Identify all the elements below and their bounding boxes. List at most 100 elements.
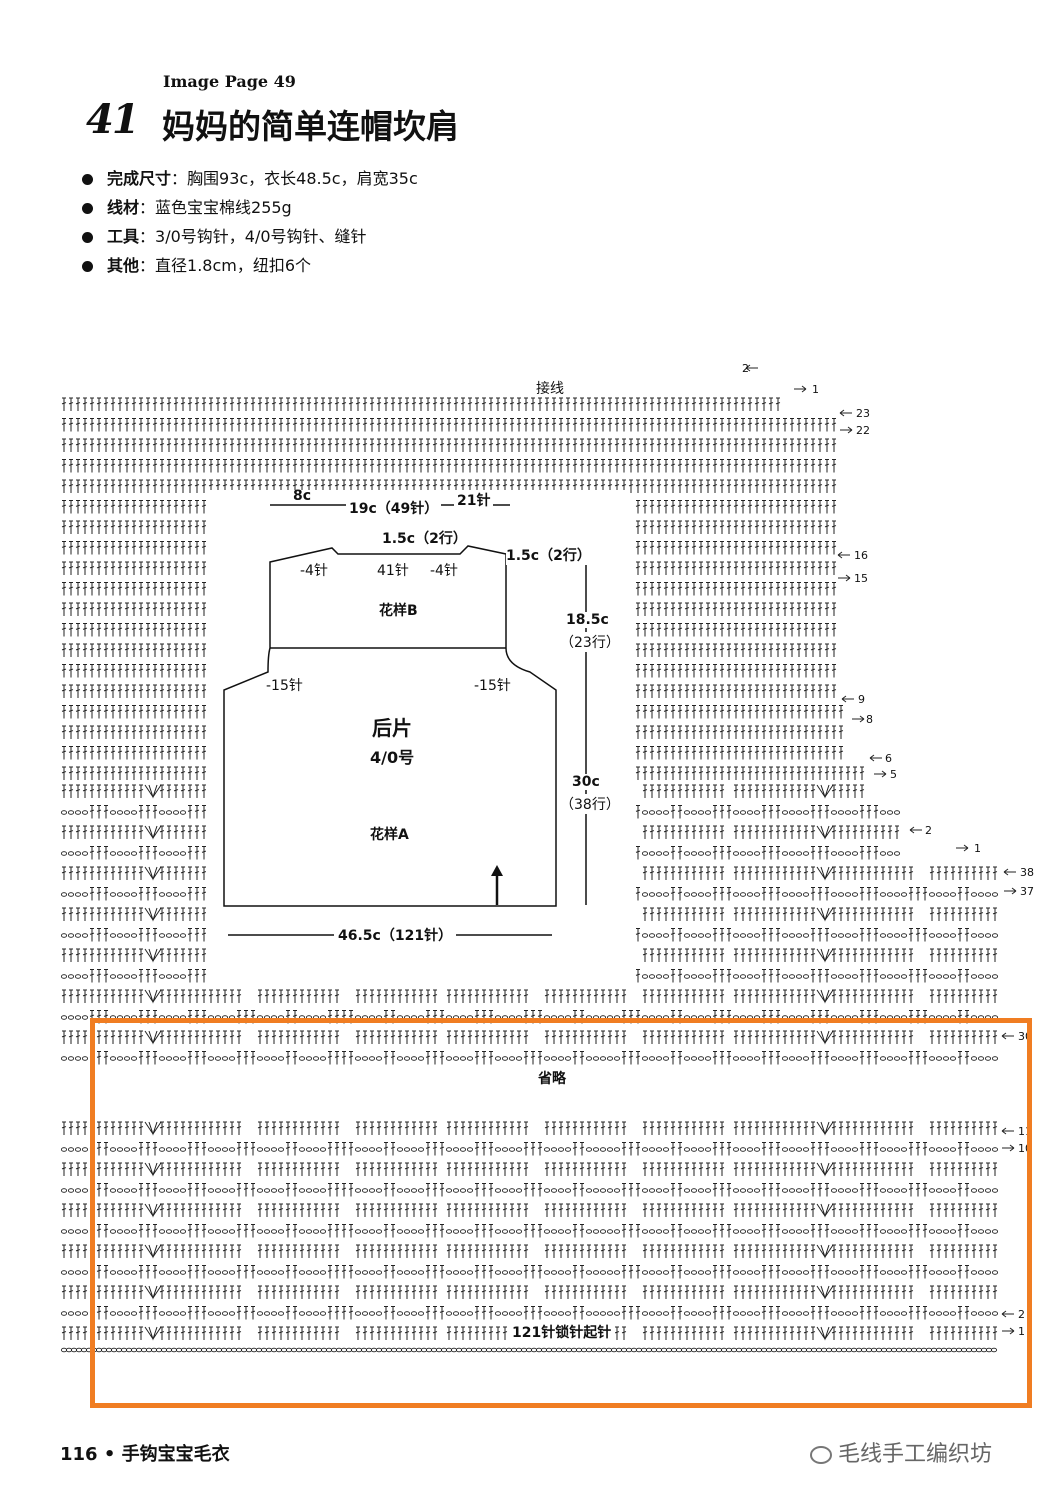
treble-stitch-symbol: [481, 418, 487, 432]
treble-stitch-symbol: [152, 438, 158, 452]
chain-stitch-symbol: [599, 1147, 607, 1152]
treble-stitch-symbol: [719, 1121, 725, 1135]
treble-stitch-symbol: [733, 602, 739, 616]
treble-stitch-symbol: [131, 418, 137, 432]
treble-stitch-symbol: [299, 989, 305, 1003]
treble-stitch-symbol: [789, 948, 795, 962]
treble-stitch-symbol: [481, 989, 487, 1003]
treble-stitch-symbol: [82, 989, 88, 1003]
chain-stitch-symbol: [305, 1147, 313, 1152]
treble-stitch-symbol: [201, 438, 207, 452]
chain-stitch-symbol: [837, 892, 845, 897]
chain-stitch-symbol: [753, 933, 761, 938]
treble-stitch-symbol: [726, 459, 732, 473]
treble-stitch-symbol: [453, 1162, 459, 1176]
treble-stitch-symbol: [194, 500, 200, 514]
treble-stitch-symbol: [635, 541, 641, 555]
treble-stitch-symbol: [61, 602, 67, 616]
treble-stitch-symbol: [222, 438, 228, 452]
treble-stitch-symbol: [845, 948, 851, 962]
treble-stitch-symbol: [656, 623, 662, 637]
treble-stitch-symbol: [180, 784, 186, 798]
treble-stitch-symbol: [236, 1121, 242, 1135]
treble-stitch-symbol: [712, 582, 718, 596]
treble-stitch-symbol: [96, 541, 102, 555]
chain-stitch-symbol: [802, 892, 810, 897]
chain-stitch-symbol: [74, 974, 82, 979]
treble-stitch-symbol: [677, 887, 683, 901]
treble-stitch-symbol: [593, 989, 599, 1003]
treble-stitch-symbol: [75, 705, 81, 719]
treble-stitch-symbol: [173, 541, 179, 555]
treble-stitch-symbol: [796, 418, 802, 432]
treble-stitch-symbol: [922, 969, 928, 983]
treble-stitch-symbol: [957, 969, 963, 983]
treble-stitch-symbol: [201, 907, 207, 921]
treble-stitch-symbol: [775, 746, 781, 760]
treble-stitch-symbol: [278, 1162, 284, 1176]
treble-stitch-symbol: [138, 825, 144, 839]
treble-stitch-symbol: [103, 1121, 109, 1135]
treble-stitch-symbol: [446, 989, 452, 1003]
treble-stitch-symbol: [691, 459, 697, 473]
treble-stitch-symbol: [726, 500, 732, 514]
treble-stitch-symbol: [803, 989, 809, 1003]
treble-stitch-symbol: [75, 766, 81, 780]
treble-stitch-symbol: [474, 459, 480, 473]
treble-stitch-symbol: [320, 1030, 326, 1044]
treble-stitch-symbol: [131, 520, 137, 534]
treble-stitch-symbol: [887, 989, 893, 1003]
chain-stitch-symbol: [417, 1147, 425, 1152]
treble-stitch-symbol: [810, 664, 816, 678]
treble-stitch-symbol: [761, 561, 767, 575]
chain-stitch-symbol: [165, 933, 173, 938]
treble-stitch-symbol: [194, 1051, 200, 1065]
treble-stitch-symbol: [82, 907, 88, 921]
treble-stitch-symbol: [460, 397, 466, 411]
treble-stitch-symbol: [96, 643, 102, 657]
chain-stitch-symbol: [557, 1147, 565, 1152]
chain-stitch-symbol: [991, 1147, 999, 1152]
treble-stitch-symbol: [866, 989, 872, 1003]
treble-stitch-symbol: [964, 1051, 970, 1065]
chain-stitch-symbol: [179, 1056, 187, 1061]
treble-stitch-symbol: [670, 1121, 676, 1135]
treble-stitch-symbol: [761, 928, 767, 942]
treble-stitch-symbol: [845, 907, 851, 921]
treble-stitch-symbol: [159, 520, 165, 534]
chain-stitch-symbol: [648, 810, 656, 815]
treble-stitch-symbol: [110, 479, 116, 493]
treble-stitch-symbol: [138, 684, 144, 698]
chain-stitch-symbol: [732, 892, 740, 897]
treble-stitch-symbol: [523, 459, 529, 473]
treble-stitch-symbol: [215, 1162, 221, 1176]
treble-stitch-symbol: [285, 1162, 291, 1176]
treble-stitch-symbol: [901, 1121, 907, 1135]
treble-stitch-symbol: [817, 459, 823, 473]
treble-stitch-symbol: [124, 623, 130, 637]
treble-stitch-symbol: [712, 397, 718, 411]
treble-stitch-symbol: [649, 705, 655, 719]
treble-stitch-symbol: [677, 866, 683, 880]
treble-stitch-symbol: [264, 418, 270, 432]
shell-stitch-symbol: [144, 784, 162, 799]
chain-stitch-symbol: [445, 1147, 453, 1152]
chain-stitch-symbol: [662, 933, 670, 938]
treble-stitch-symbol: [82, 725, 88, 739]
treble-stitch-symbol: [691, 989, 697, 1003]
chain-stitch-symbol: [732, 851, 740, 856]
treble-stitch-symbol: [222, 1030, 228, 1044]
treble-stitch-symbol: [201, 989, 207, 1003]
treble-stitch-symbol: [754, 825, 760, 839]
treble-stitch-symbol: [691, 541, 697, 555]
treble-stitch-symbol: [194, 643, 200, 657]
treble-stitch-symbol: [187, 866, 193, 880]
treble-stitch-symbol: [887, 825, 893, 839]
treble-stitch-symbol: [145, 969, 151, 983]
treble-stitch-symbol: [600, 438, 606, 452]
treble-stitch-symbol: [761, 766, 767, 780]
treble-stitch-symbol: [334, 459, 340, 473]
treble-stitch-symbol: [635, 846, 641, 860]
row-number: 8: [866, 713, 873, 726]
